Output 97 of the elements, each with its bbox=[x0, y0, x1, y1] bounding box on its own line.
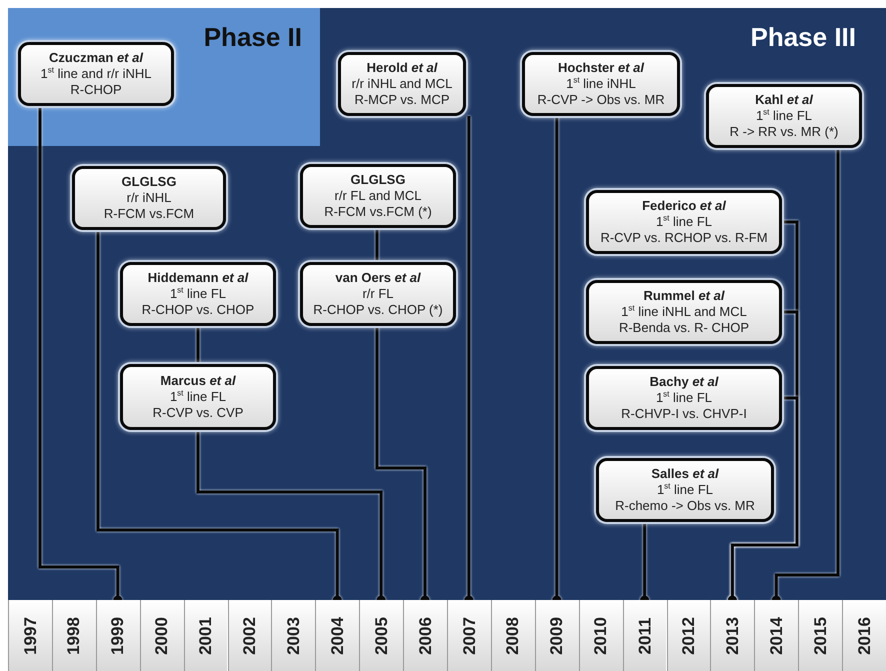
study-detail: 1$^{st}$ line FL bbox=[656, 214, 712, 230]
study-detail: R-CHVP-I vs. CHVP-I bbox=[621, 406, 747, 422]
study-box bbox=[300, 262, 456, 326]
year-cell bbox=[403, 600, 447, 671]
year-cell bbox=[140, 600, 184, 671]
study-title: van Oers et al bbox=[335, 270, 421, 286]
year-label: 2007 bbox=[459, 616, 480, 654]
year-label: 1999 bbox=[108, 616, 128, 654]
study-detail: 1$^{st}$ line FL bbox=[756, 108, 812, 124]
year-cell bbox=[842, 600, 886, 671]
study-detail: 1$^{st}$ line FL bbox=[656, 482, 714, 498]
year-cell bbox=[447, 600, 491, 671]
study-title: Hiddemann et al bbox=[148, 270, 248, 286]
year-cell bbox=[228, 600, 272, 671]
year-label: 2009 bbox=[547, 616, 568, 654]
study-detail: 1$^{st}$ line iNHL and MCL bbox=[621, 304, 747, 320]
year-cell bbox=[271, 600, 316, 671]
year-cell bbox=[622, 600, 666, 671]
year-label: 1997 bbox=[20, 616, 40, 654]
study-box bbox=[586, 280, 782, 344]
study-title: Kahl et al bbox=[755, 92, 813, 108]
year-label: 2015 bbox=[810, 616, 831, 654]
study-detail: r/r iNHL and MCL bbox=[352, 76, 452, 92]
phase-heading: Phase II bbox=[204, 22, 302, 53]
study-detail: R-CVP vs. CVP bbox=[152, 405, 244, 421]
study-detail: R-CHOP vs. CHOP bbox=[142, 302, 254, 318]
study-detail: r/r FL and MCL bbox=[334, 188, 422, 204]
study-box bbox=[586, 366, 782, 430]
year-label: 2008 bbox=[503, 616, 524, 654]
study-title: Salles et al bbox=[651, 466, 719, 482]
phase-band bbox=[8, 8, 320, 146]
year-cell bbox=[578, 600, 623, 671]
study-detail: R-CVP vs. RCHOP vs. R-FM bbox=[600, 230, 768, 246]
study-detail: R-FCM vs.FCM bbox=[104, 206, 194, 222]
study-box bbox=[120, 364, 276, 430]
study-box bbox=[596, 458, 774, 522]
study-title: Marcus et al bbox=[160, 373, 236, 389]
study-detail: R-MCP vs. MCP bbox=[354, 92, 450, 108]
study-box bbox=[300, 164, 456, 228]
study-detail: R-CHOP vs. CHOP (*) bbox=[313, 302, 443, 318]
year-cell bbox=[359, 600, 404, 671]
study-box bbox=[338, 52, 466, 116]
connector-line bbox=[196, 326, 200, 364]
study-detail: R-FCM vs.FCM (*) bbox=[324, 204, 432, 220]
study-detail: R -> RR vs. MR (*) bbox=[730, 124, 838, 140]
year-label: 2016 bbox=[854, 616, 875, 654]
study-box bbox=[586, 190, 782, 254]
study-detail: 1$^{st}$ line and r/r iNHL bbox=[40, 66, 152, 82]
study-detail: R-Benda vs. R- CHOP bbox=[618, 320, 750, 336]
phase-heading: Phase III bbox=[750, 22, 856, 53]
study-box bbox=[120, 262, 276, 326]
study-box bbox=[72, 166, 226, 230]
study-title: Bachy et al bbox=[650, 374, 718, 390]
study-title: GLGLSG bbox=[122, 174, 176, 190]
year-cell bbox=[490, 600, 535, 671]
year-label: 2011 bbox=[635, 617, 656, 654]
year-cell bbox=[666, 600, 710, 671]
year-label: 2001 bbox=[196, 616, 216, 654]
year-cell bbox=[52, 600, 96, 671]
study-detail: 1$^{st}$ line iNHL bbox=[566, 76, 636, 92]
study-title: Herold et al bbox=[366, 60, 438, 76]
year-cell bbox=[534, 600, 579, 671]
connector-line bbox=[376, 228, 378, 262]
year-label: 2013 bbox=[722, 616, 743, 654]
year-label: 1998 bbox=[64, 616, 84, 654]
study-title: Rummel et al bbox=[644, 288, 724, 304]
study-title: Federico et al bbox=[642, 198, 726, 214]
study-detail: R-chemo -> Obs vs. MR bbox=[615, 498, 755, 514]
year-cell bbox=[315, 600, 360, 671]
year-label: 2000 bbox=[152, 616, 172, 654]
study-detail: R-CVP -> Obs vs. MR bbox=[537, 92, 665, 108]
year-label: 2005 bbox=[372, 616, 392, 654]
study-box bbox=[18, 42, 174, 106]
year-label: 2006 bbox=[416, 616, 436, 654]
year-label: 2002 bbox=[240, 616, 260, 654]
study-title: GLGLSG bbox=[350, 172, 406, 188]
year-label: 2004 bbox=[328, 616, 348, 654]
year-cell bbox=[8, 600, 52, 671]
study-detail: r/r iNHL bbox=[126, 190, 172, 206]
year-cell bbox=[184, 600, 228, 671]
study-detail: r/r FL bbox=[362, 286, 394, 302]
year-cell bbox=[798, 600, 842, 671]
study-box bbox=[522, 52, 680, 116]
study-detail: 1$^{st}$ line FL bbox=[170, 286, 226, 302]
study-title: Hochster et al bbox=[558, 60, 644, 76]
year-label: 2003 bbox=[284, 616, 304, 654]
study-detail: 1$^{st}$ line FL bbox=[170, 389, 226, 405]
study-box bbox=[706, 84, 862, 148]
study-detail: R-CHOP bbox=[70, 82, 122, 98]
year-cell bbox=[96, 600, 140, 671]
study-title: Czuczman et al bbox=[49, 50, 143, 66]
year-cell bbox=[754, 600, 798, 671]
year-label: 2014 bbox=[766, 616, 787, 654]
year-cell bbox=[710, 600, 754, 671]
year-label: 2010 bbox=[591, 616, 612, 654]
study-detail: 1$^{st}$ line FL bbox=[656, 390, 712, 406]
year-label: 2012 bbox=[678, 616, 699, 654]
